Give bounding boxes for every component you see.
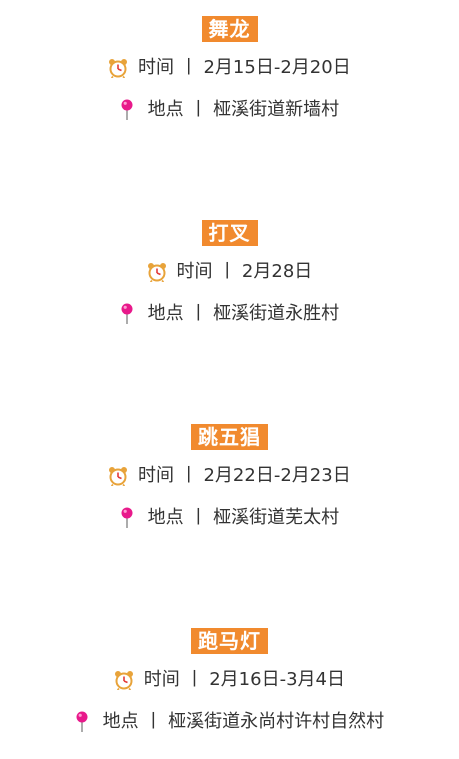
time-value: 2月16日-3月4日 (209, 669, 345, 690)
time-value: 2月15日-2月20日 (203, 57, 351, 78)
separator: 丨 (144, 711, 163, 732)
time-label: 时间 (138, 465, 175, 486)
map-pin-icon (121, 303, 133, 324)
alarm-clock-icon (115, 671, 134, 690)
event-place: 地点 丨 桠溪街道新墙村 (0, 98, 459, 122)
event-time: 时间 丨 2月16日-3月4日 (0, 668, 459, 692)
event-time: 时间 丨 2月22日-2月23日 (0, 464, 459, 488)
time-label: 时间 (176, 261, 213, 282)
event-title: 舞龙 (201, 16, 258, 42)
place-label: 地点 (147, 99, 184, 120)
alarm-clock-icon (109, 467, 128, 486)
place-value: 桠溪街道新墙村 (213, 99, 340, 120)
separator: 丨 (218, 261, 237, 282)
time-label: 时间 (138, 57, 175, 78)
separator: 丨 (185, 669, 204, 690)
separator: 丨 (189, 99, 208, 120)
map-pin-icon (76, 711, 88, 732)
separator: 丨 (189, 507, 208, 528)
separator: 丨 (189, 303, 208, 324)
event-card: 跳五猖 时间 丨 2月22日-2月23日 地点 丨 桠溪街道芜太村 (0, 422, 459, 530)
place-label: 地点 (102, 711, 139, 732)
event-place: 地点 丨 桠溪街道芜太村 (0, 506, 459, 530)
separator: 丨 (179, 465, 198, 486)
event-place: 地点 丨 桠溪街道永胜村 (0, 302, 459, 326)
map-pin-icon (121, 507, 133, 528)
place-label: 地点 (147, 507, 184, 528)
place-value: 桠溪街道永尚村许村自然村 (168, 711, 385, 732)
place-value: 桠溪街道永胜村 (213, 303, 340, 324)
event-title: 跳五猖 (191, 424, 268, 450)
time-value: 2月28日 (241, 261, 313, 282)
place-value: 桠溪街道芜太村 (213, 507, 340, 528)
event-card: 打叉 时间 丨 2月28日 地点 丨 桠溪街道永胜村 (0, 218, 459, 326)
event-place: 地点 丨 桠溪街道永尚村许村自然村 (0, 710, 459, 734)
separator: 丨 (179, 57, 198, 78)
place-label: 地点 (147, 303, 184, 324)
event-time: 时间 丨 2月28日 (0, 260, 459, 284)
event-title: 打叉 (201, 220, 258, 246)
alarm-clock-icon (147, 263, 166, 282)
alarm-clock-icon (109, 59, 128, 78)
time-value: 2月22日-2月23日 (203, 465, 351, 486)
time-label: 时间 (143, 669, 180, 690)
event-time: 时间 丨 2月15日-2月20日 (0, 56, 459, 80)
map-pin-icon (121, 99, 133, 120)
event-card: 跑马灯 时间 丨 2月16日-3月4日 地点 丨 桠溪街道永尚村许村自然村 (0, 626, 459, 734)
event-card: 舞龙 时间 丨 2月15日-2月20日 地点 丨 桠溪街道新墙村 (0, 14, 459, 122)
event-title: 跑马灯 (191, 628, 268, 654)
